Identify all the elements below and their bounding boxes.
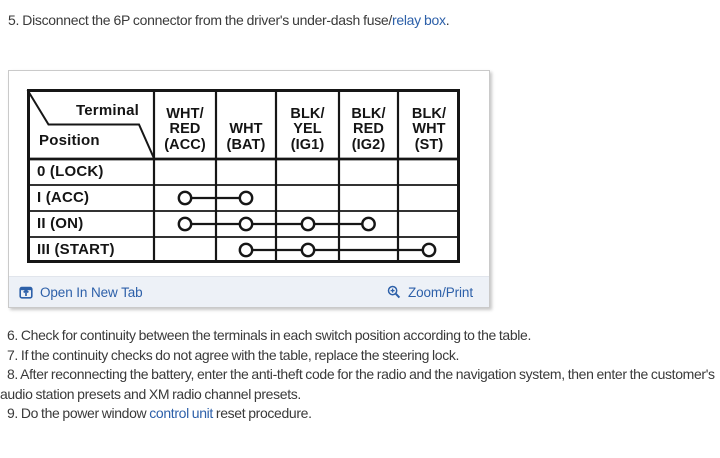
continuity-marks [177, 190, 437, 258]
step-7-text: 7. If the continuity checks do not agree… [7, 346, 460, 363]
header-diagonal-divider [26, 89, 156, 160]
figure-panel: Terminal Position WHT/ RED (ACC) WHT (BA… [8, 70, 490, 308]
zoom-print-link[interactable]: Zoom/Print [387, 285, 473, 300]
step-5-text: 5. Disconnect the 6P connector from the … [0, 10, 716, 30]
table-outer-border [27, 89, 460, 263]
row-label-on: II (ON) [37, 215, 84, 232]
column-header-st: BLK/ WHT (ST) [411, 105, 447, 153]
row-label-lock: 0 (LOCK) [37, 163, 104, 180]
step-9-suffix: reset procedure. [212, 405, 312, 422]
magnifier-plus-icon [387, 285, 401, 300]
step-5-prefix: 5. Disconnect the 6P connector from the … [8, 12, 392, 28]
column-header-ig1: BLK/ YEL (IG1) [290, 105, 325, 153]
column-header-bat: WHT (BAT) [226, 121, 266, 153]
row-label-start: III (START) [37, 241, 115, 258]
corner-label-position: Position [39, 132, 100, 149]
open-in-new-tab-icon [19, 285, 33, 299]
zoom-print-label: Zoom/Print [407, 284, 473, 300]
step-5-suffix: . [445, 12, 450, 28]
row-label-acc: I (ACC) [37, 189, 90, 206]
figure-toolbar: Open In New Tab Zoom/Print [9, 276, 489, 307]
step-6-text: 6. Check for continuity between the term… [7, 327, 532, 343]
corner-label-terminal: Terminal [75, 102, 139, 119]
step-9-prefix: 9. Do the power window [7, 405, 150, 422]
control-unit-link[interactable]: control unit [149, 405, 213, 422]
relay-box-link[interactable]: relay box [391, 12, 446, 28]
step-9-text: 9. Do the power window control unit rese… [0, 404, 716, 424]
continuity-table-figure: Terminal Position WHT/ RED (ACC) WHT (BA… [9, 71, 489, 276]
open-in-new-tab-label: Open In New Tab [40, 284, 143, 300]
continuity-table-grid [26, 89, 460, 263]
step-8-text: 8. After reconnecting the battery, enter… [0, 366, 715, 402]
procedure-steps: 6. Check for continuity between the term… [0, 326, 716, 424]
column-header-acc: WHT/ RED (ACC) [164, 105, 206, 153]
open-in-new-tab-link[interactable]: Open In New Tab [19, 285, 143, 300]
column-header-ig2: BLK/ RED (IG2) [351, 105, 386, 153]
